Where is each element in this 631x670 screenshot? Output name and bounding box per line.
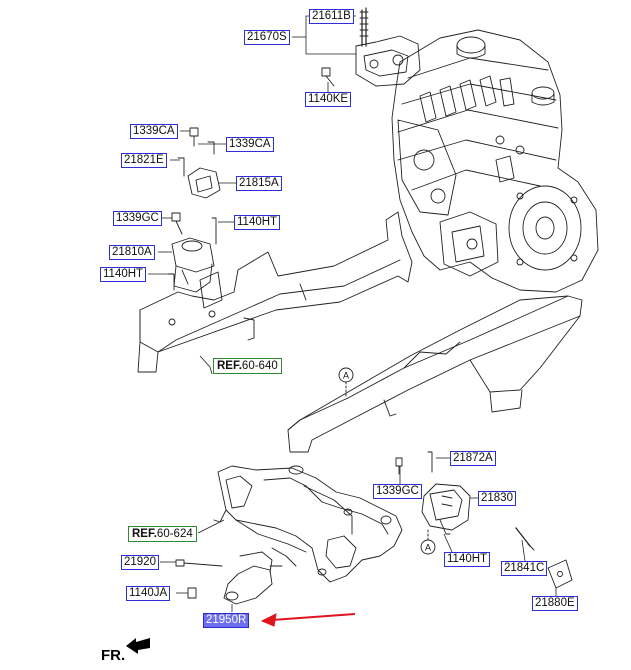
marker-a-top-label: A bbox=[343, 371, 349, 381]
right-mount bbox=[395, 451, 573, 589]
subframe bbox=[213, 465, 403, 583]
part-label-21841c[interactable]: 21841C bbox=[501, 561, 548, 576]
reference-60-640-number: 60-640 bbox=[241, 360, 278, 372]
reference-60-640[interactable]: REF.60-640 bbox=[213, 358, 282, 374]
part-label-1339ca-right[interactable]: 1339CA bbox=[226, 137, 274, 152]
front-direction-arrow-icon bbox=[126, 638, 150, 654]
marker-a-top: A bbox=[338, 367, 354, 383]
torque-rod bbox=[175, 551, 283, 605]
left-mount-parts bbox=[167, 127, 221, 293]
part-label-1140ht-lower[interactable]: 1140HT bbox=[100, 267, 147, 282]
engine-assembly bbox=[391, 29, 599, 293]
reference-60-624[interactable]: REF.60-624 bbox=[128, 526, 197, 542]
top-mount-bracket bbox=[321, 7, 421, 87]
part-label-21810a[interactable]: 21810A bbox=[109, 245, 155, 260]
part-label-21670s[interactable]: 21670S bbox=[244, 30, 290, 45]
part-label-1140ht-upper[interactable]: 1140HT bbox=[234, 215, 281, 230]
center-frame-rail bbox=[287, 295, 583, 453]
part-label-21880e[interactable]: 21880E bbox=[532, 596, 578, 611]
front-direction-label: FR. bbox=[101, 647, 126, 664]
part-label-21830[interactable]: 21830 bbox=[478, 491, 516, 506]
part-label-21950r-selected[interactable]: 21950R bbox=[203, 613, 250, 628]
marker-lines bbox=[345, 381, 429, 541]
reference-60-640-prefix: REF. bbox=[217, 360, 242, 372]
part-label-1140ke[interactable]: 1140KE bbox=[305, 92, 352, 107]
highlight-arrow bbox=[260, 613, 356, 627]
reference-60-624-prefix: REF. bbox=[132, 528, 157, 540]
reference-60-624-number: 60-624 bbox=[156, 528, 193, 540]
part-label-21611b[interactable]: 21611B bbox=[309, 9, 354, 24]
part-label-21872a[interactable]: 21872A bbox=[450, 451, 496, 466]
part-label-1339ca-left[interactable]: 1339CA bbox=[130, 124, 178, 139]
part-label-1140ht-right[interactable]: 1140HT bbox=[444, 552, 491, 567]
part-label-21920[interactable]: 21920 bbox=[121, 555, 159, 570]
part-label-1339gc-right[interactable]: 1339GC bbox=[373, 484, 422, 499]
part-label-1339gc-left[interactable]: 1339GC bbox=[113, 211, 162, 226]
part-label-21815a[interactable]: 21815A bbox=[236, 176, 282, 191]
marker-a-bottom-label: A bbox=[425, 543, 431, 553]
part-label-1140ja[interactable]: 1140JA bbox=[126, 586, 171, 601]
marker-a-bottom: A bbox=[420, 539, 436, 555]
part-label-21821e[interactable]: 21821E bbox=[121, 153, 167, 168]
left-frame-rail bbox=[137, 211, 413, 373]
